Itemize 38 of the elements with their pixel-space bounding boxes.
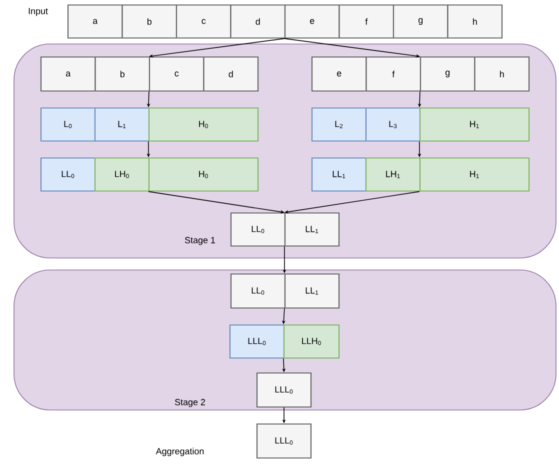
stage-label: Aggregation	[156, 448, 204, 456]
low-band-cell: L$_{0}$	[40, 107, 96, 142]
high-band-cell: LLH$_{0}$	[283, 324, 340, 359]
data-cell: b	[122, 4, 178, 39]
data-cell: a	[67, 4, 123, 39]
data-cell: e	[311, 56, 367, 92]
data-cell: d	[203, 56, 259, 92]
data-cell: f	[338, 4, 394, 39]
data-cell: c	[148, 56, 204, 92]
data-cell: h	[447, 4, 503, 39]
data-cell: c	[176, 4, 232, 39]
data-cell: e	[284, 4, 340, 39]
high-band-cell: H$_{1}$	[419, 157, 530, 192]
low-band-cell: LL$_{1}$	[311, 157, 367, 192]
low-band-cell: LLL$_{0}$	[229, 324, 285, 359]
data-cell: d	[230, 4, 286, 39]
low-band-cell: LL$_{0}$	[40, 157, 96, 192]
data-cell: h	[474, 56, 530, 92]
data-cell: LL$_{0}$	[230, 212, 286, 247]
low-band-cell: L$_{3}$	[365, 107, 421, 142]
data-cell: LL$_{0}$	[230, 273, 286, 309]
high-band-cell: H$_{0}$	[148, 157, 259, 192]
data-cell: LL$_{1}$	[284, 273, 340, 309]
data-cell: f	[366, 56, 422, 92]
low-band-cell: L$_{1}$	[94, 107, 150, 142]
high-band-cell: H$_{1}$	[419, 107, 530, 142]
stage-label: Input	[28, 8, 48, 16]
low-band-cell: L$_{2}$	[311, 107, 367, 142]
data-cell: LLL$_{0}$	[256, 372, 312, 408]
data-cell: g	[420, 56, 476, 92]
high-band-cell: LH$_{1}$	[365, 157, 421, 192]
data-cell: b	[94, 56, 150, 92]
high-band-cell: LH$_{0}$	[94, 157, 150, 192]
data-cell: g	[392, 4, 448, 39]
data-cell: LLL$_{0}$	[256, 423, 312, 459]
data-cell: a	[40, 56, 96, 92]
high-band-cell: H$_{0}$	[148, 107, 259, 142]
data-cell: LL$_{1}$	[284, 212, 340, 247]
